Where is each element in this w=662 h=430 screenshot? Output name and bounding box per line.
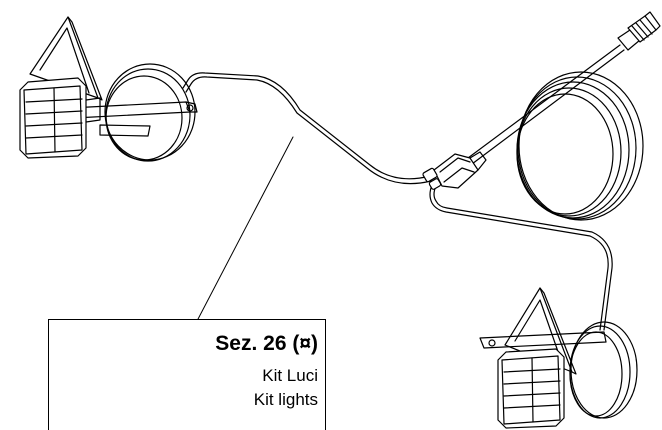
lamp-assembly-right-icon — [479, 287, 638, 429]
leader-line — [196, 136, 294, 322]
lamp-assembly-left-icon — [19, 16, 198, 162]
main-cable — [182, 44, 625, 331]
caption-box: Sez. 26 (¤) Kit Luci Kit lights — [48, 319, 326, 430]
caption-italian: Kit Luci — [262, 366, 318, 385]
plug-icon — [617, 11, 661, 51]
junction-connector-icon — [422, 151, 487, 190]
caption-english: Kit lights — [253, 390, 318, 409]
cable-coil-icon — [516, 71, 644, 221]
section-title: Sez. 26 (¤) — [215, 332, 318, 355]
